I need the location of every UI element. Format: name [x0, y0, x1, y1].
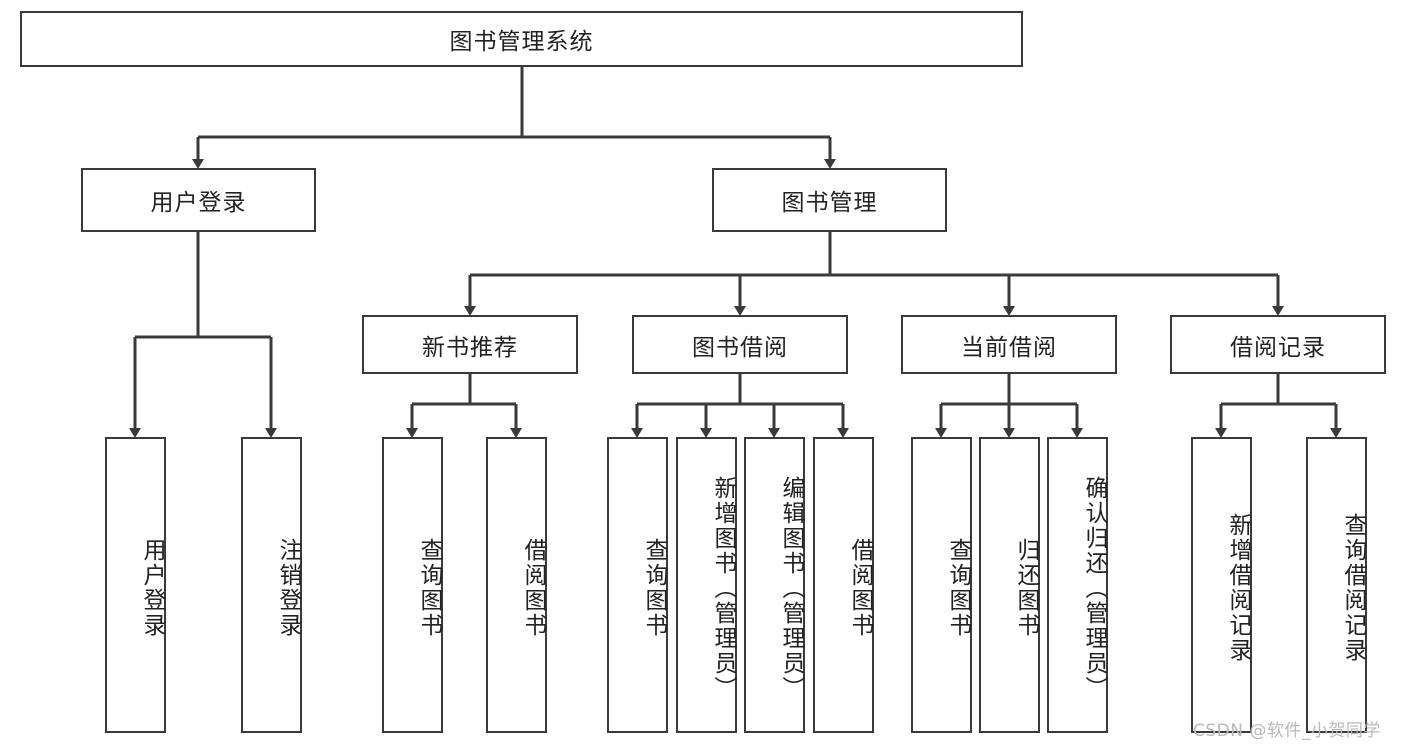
- node-leaf-borrow-book-1[interactable]: 借阅图书: [486, 437, 547, 733]
- node-leaf-borrow-book-2[interactable]: 借阅图书: [813, 437, 874, 733]
- node-leaf-query-record[interactable]: 查询借阅记录: [1306, 437, 1367, 733]
- node-root-label: 图书管理系统: [449, 29, 594, 55]
- node-book-manage-label: 图书管理: [781, 190, 878, 216]
- node-leaf-user-login[interactable]: 用户登录: [105, 437, 166, 733]
- node-book-manage[interactable]: 图书管理: [712, 168, 947, 232]
- node-leaf-query-book-1-label: 查询图书: [416, 538, 442, 638]
- node-leaf-edit-book[interactable]: 编辑图书（管理员）: [744, 437, 805, 733]
- node-leaf-borrow-book-1-label: 借阅图书: [520, 538, 546, 638]
- node-book-borrow[interactable]: 图书借阅: [632, 315, 848, 374]
- node-leaf-query-book-2-label: 查询图书: [641, 538, 667, 638]
- node-user-login-label: 用户登录: [150, 190, 247, 216]
- node-new-book-recommend[interactable]: 新书推荐: [362, 315, 578, 374]
- node-book-borrow-label: 图书借阅: [692, 334, 788, 361]
- node-leaf-query-book-3[interactable]: 查询图书: [911, 437, 972, 733]
- node-borrow-record-label: 借阅记录: [1230, 334, 1326, 361]
- node-leaf-add-book-label: 新增图书（管理员）: [710, 475, 736, 701]
- node-leaf-borrow-book-2-label: 借阅图书: [847, 538, 873, 638]
- node-leaf-confirm-return-label: 确认归还（管理员）: [1081, 475, 1107, 701]
- node-leaf-query-book-1[interactable]: 查询图书: [382, 437, 443, 733]
- node-new-book-recommend-label: 新书推荐: [422, 334, 518, 361]
- node-leaf-edit-book-label: 编辑图书（管理员）: [778, 475, 804, 701]
- node-leaf-add-record-label: 新增借阅记录: [1225, 513, 1251, 663]
- node-leaf-add-book[interactable]: 新增图书（管理员）: [676, 437, 737, 733]
- node-leaf-query-book-2[interactable]: 查询图书: [607, 437, 668, 733]
- node-leaf-user-logout[interactable]: 注销登录: [241, 437, 302, 733]
- node-leaf-query-record-label: 查询借阅记录: [1340, 513, 1366, 663]
- node-borrow-record[interactable]: 借阅记录: [1170, 315, 1386, 374]
- node-user-login[interactable]: 用户登录: [81, 168, 316, 232]
- node-leaf-query-book-3-label: 查询图书: [945, 538, 971, 638]
- node-leaf-user-logout-label: 注销登录: [275, 538, 301, 638]
- node-leaf-user-login-label: 用户登录: [139, 538, 165, 638]
- node-current-borrow-label: 当前借阅: [961, 334, 1057, 361]
- node-root[interactable]: 图书管理系统: [20, 11, 1023, 67]
- node-leaf-confirm-return[interactable]: 确认归还（管理员）: [1047, 437, 1108, 733]
- node-current-borrow[interactable]: 当前借阅: [901, 315, 1117, 374]
- node-leaf-return-book[interactable]: 归还图书: [979, 437, 1040, 733]
- node-leaf-return-book-label: 归还图书: [1013, 538, 1039, 638]
- node-leaf-add-record[interactable]: 新增借阅记录: [1191, 437, 1252, 733]
- csdn-watermark: CSDN @软件_小贺同学: [1193, 721, 1381, 741]
